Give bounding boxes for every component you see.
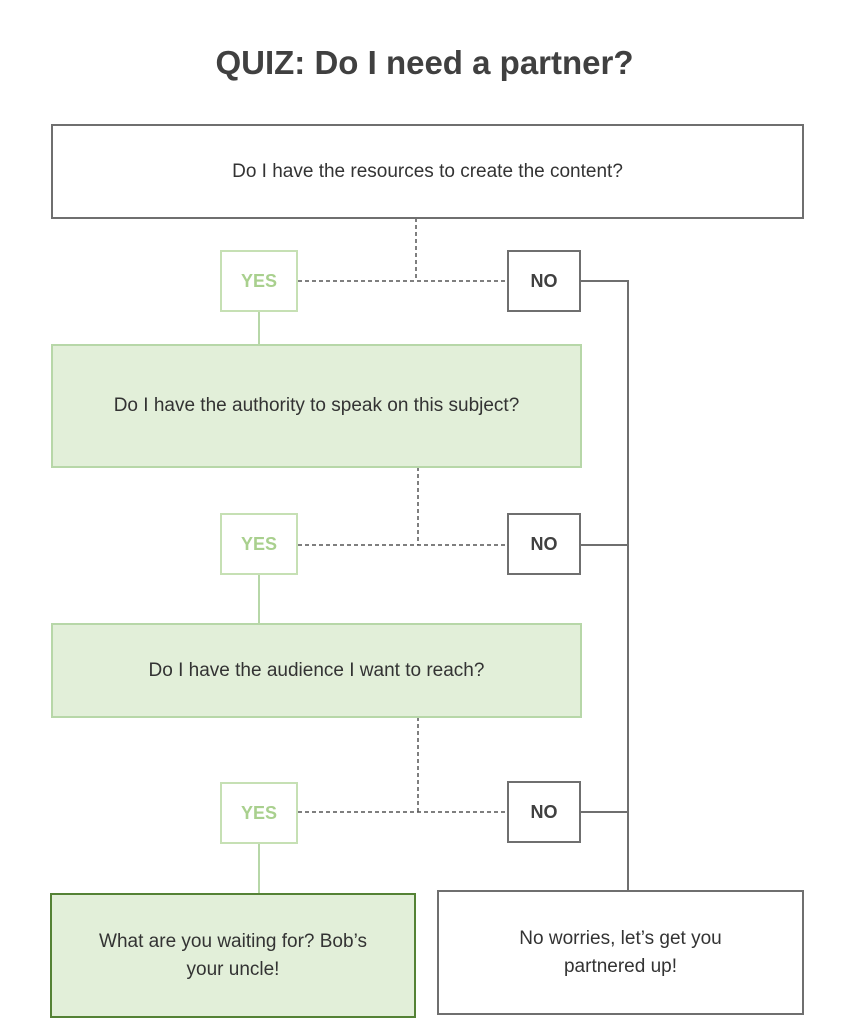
question-box-2: Do I have the authority to speak on this…: [51, 344, 582, 468]
question-box-3: Do I have the audience I want to reach?: [51, 623, 582, 718]
yes-label: YES: [240, 534, 278, 554]
yes-box-3: YES: [220, 782, 298, 844]
yes-label: YES: [240, 271, 278, 291]
question-text: Do I have the authority to speak on this…: [113, 395, 520, 416]
no-label: NO: [530, 534, 558, 554]
no-label: NO: [530, 802, 558, 822]
yes-label: YES: [240, 803, 278, 823]
yes-box-2: YES: [220, 513, 298, 575]
outcome-yes-box: What are you waiting for? Bob’s your unc…: [50, 893, 416, 1018]
outcome-no-text: No worries, let’s get you partnered up!: [519, 927, 722, 977]
no-box-1: NO: [507, 250, 581, 312]
question-text: Do I have the audience I want to reach?: [148, 659, 485, 681]
question-box-1: Do I have the resources to create the co…: [51, 124, 804, 219]
yes-box-1: YES: [220, 250, 298, 312]
outcome-no-box: No worries, let’s get you partnered up!: [437, 890, 804, 1015]
outcome-yes-text: What are you waiting for? Bob’s your unc…: [99, 930, 367, 980]
diagram-title: QUIZ: Do I need a partner?: [215, 44, 634, 81]
no-box-2: NO: [507, 513, 581, 575]
no-box-3: NO: [507, 781, 581, 843]
no-label: NO: [530, 271, 558, 291]
question-text: Do I have the resources to create the co…: [232, 160, 623, 182]
